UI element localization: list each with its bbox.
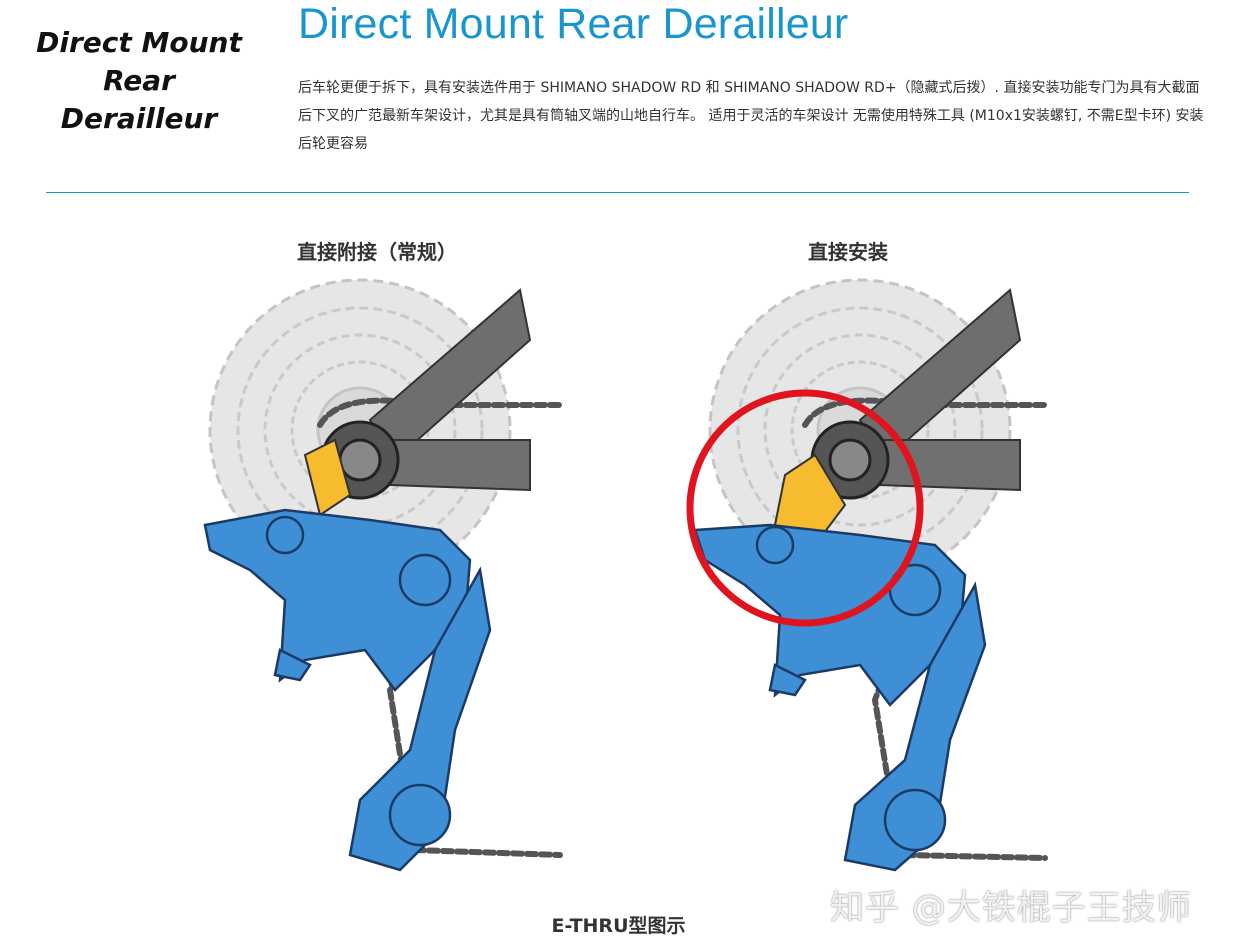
- product-description: 后车轮更便于拆下，具有安装选件用于 SHIMANO SHADOW RD 和 SH…: [298, 80, 1204, 152]
- product-logo: Direct Mount Rear Derailleur: [24, 24, 254, 138]
- page-title: Direct Mount Rear Derailleur: [298, 0, 849, 48]
- figure-title-conventional: 直接附接（常规）: [297, 240, 457, 264]
- section-divider: [46, 192, 1189, 193]
- logo-line-1: Direct Mount: [36, 26, 242, 59]
- highlight-circle: [686, 389, 924, 627]
- illustration-direct-mount: [686, 278, 1048, 872]
- derailleur-graphic: [203, 508, 492, 872]
- logo-line-2: Rear Derailleur: [60, 64, 218, 135]
- figure-caption: E-THRU型图示: [551, 915, 686, 937]
- watermark: 知乎 @大铁棍子王技师: [830, 888, 1192, 928]
- illustration-conventional: [203, 278, 563, 872]
- derailleur-graphic: [693, 523, 987, 872]
- derailleur-hanger: [303, 438, 352, 517]
- figure-title-direct-mount: 直接安装: [808, 240, 888, 264]
